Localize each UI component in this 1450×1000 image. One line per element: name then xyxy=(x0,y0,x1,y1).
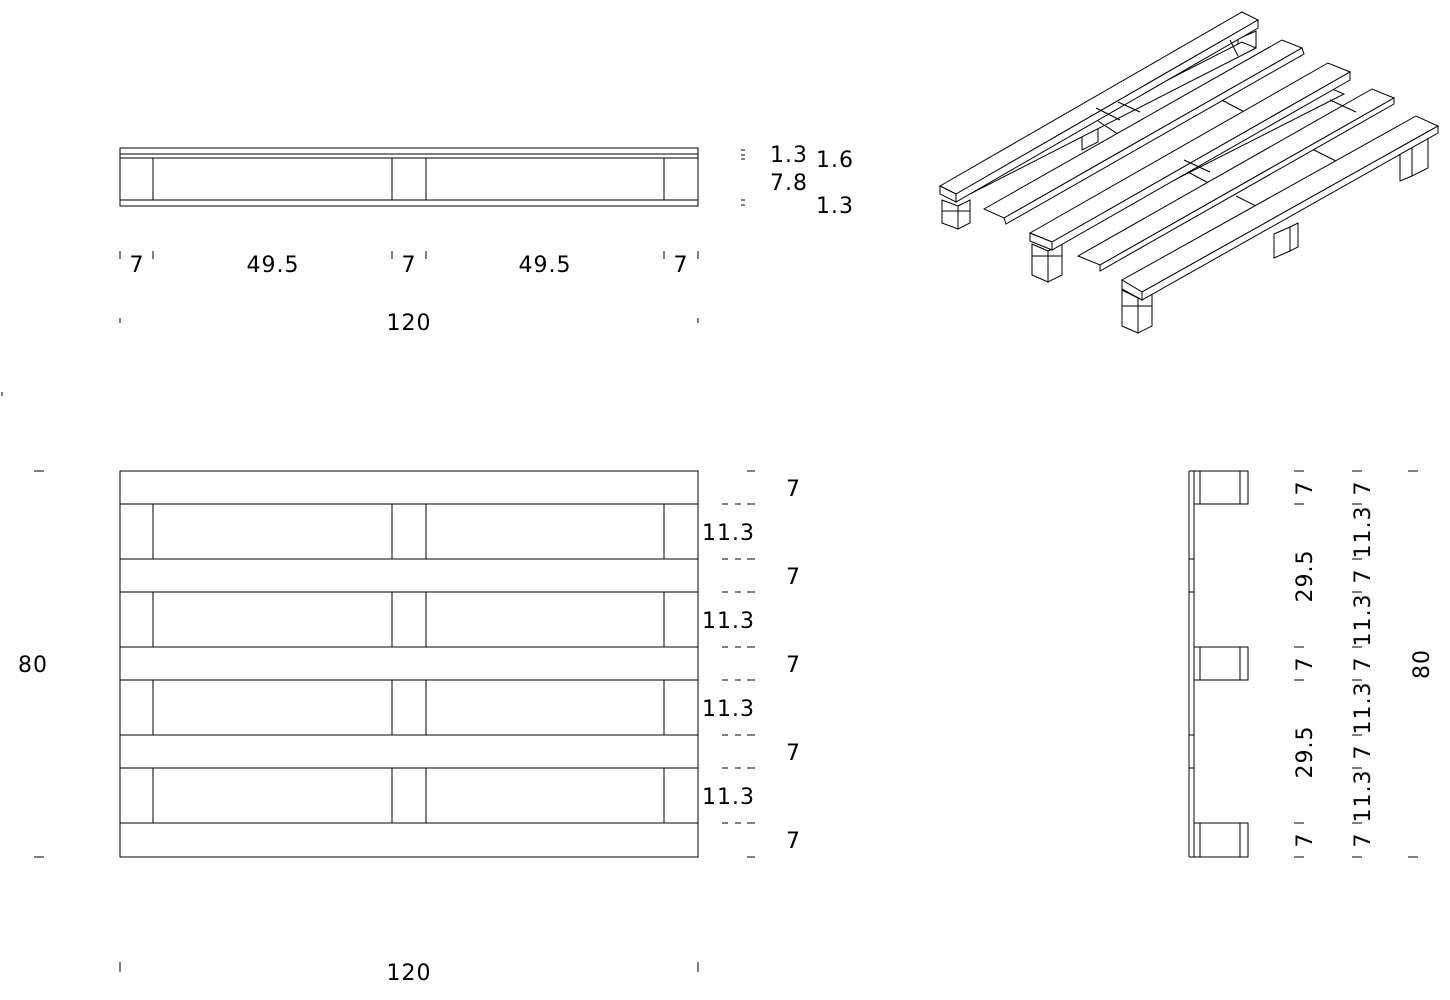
side-c2-dim-5: 7 xyxy=(1351,657,1376,672)
side-dims-col1: 7 29.5 7 29.5 7 xyxy=(1293,470,1318,858)
top-dim-3: 7 xyxy=(786,565,801,590)
side-c2-dim-8: 11.3 xyxy=(1351,770,1376,823)
front-height-1: 1.3 xyxy=(770,143,808,168)
top-dim-8: 11.3 xyxy=(702,785,755,810)
iso-block xyxy=(1031,243,1049,283)
top-dim-9: 7 xyxy=(786,829,801,854)
side-c2-dim-1: 7 xyxy=(1351,481,1376,496)
front-height-2: 1.6 xyxy=(816,148,854,173)
top-dim-6: 11.3 xyxy=(702,697,755,722)
front-block-middle xyxy=(391,157,427,201)
side-c2-dim-3: 7 xyxy=(1351,569,1376,584)
side-dims-col2: 7 11.3 7 11.3 7 11.3 7 11.3 7 xyxy=(1351,470,1376,858)
side-c2-dim-2: 11.3 xyxy=(1351,506,1376,559)
top-view: 80 xyxy=(18,470,801,986)
top-dim-2: 11.3 xyxy=(702,521,755,546)
side-c2-dim-6: 11.3 xyxy=(1351,682,1376,735)
side-block xyxy=(1193,646,1249,681)
side-block xyxy=(1193,822,1249,858)
front-dim-3: 7 xyxy=(402,253,417,278)
front-dim-4: 49.5 xyxy=(519,253,572,278)
isometric-view xyxy=(938,11,1440,334)
iso-block xyxy=(1289,222,1299,252)
front-height-3: 7.8 xyxy=(770,171,808,196)
top-dim-1: 7 xyxy=(786,477,801,502)
front-dim-5: 7 xyxy=(674,253,689,278)
top-overall-length: 120 xyxy=(387,961,432,986)
side-view: 7 29.5 7 29.5 7 7 11.3 7 11.3 7 11.3 7 1… xyxy=(1188,470,1435,858)
front-block-right xyxy=(663,157,699,201)
top-dim-4: 11.3 xyxy=(702,609,755,634)
top-dim-5: 7 xyxy=(786,653,801,678)
top-stringers xyxy=(152,504,665,823)
side-c1-dim-5: 7 xyxy=(1293,833,1318,848)
side-c1-dim-2: 29.5 xyxy=(1293,550,1318,603)
iso-block xyxy=(1273,226,1291,259)
side-c1-dim-3: 7 xyxy=(1293,657,1318,672)
side-c1-dim-4: 29.5 xyxy=(1293,726,1318,779)
side-block xyxy=(1193,470,1249,505)
front-dim-2: 49.5 xyxy=(247,253,300,278)
side-overall: 80 xyxy=(1410,649,1435,679)
top-overall-width: 80 xyxy=(18,653,48,678)
front-overall-length: 120 xyxy=(387,311,432,336)
side-c2-dim-7: 7 xyxy=(1351,745,1376,760)
top-outline xyxy=(119,470,699,858)
iso-block xyxy=(941,199,959,230)
top-dim-7: 7 xyxy=(786,741,801,766)
front-view: 7 49.5 7 49.5 7 120 1.3 1.6 7.8 1.3 xyxy=(119,143,854,336)
top-right-dim-ticks xyxy=(722,470,755,858)
iso-block xyxy=(957,199,971,230)
front-height-4: 1.3 xyxy=(816,194,854,219)
side-c2-dim-4: 11.3 xyxy=(1351,594,1376,647)
front-dim-1: 7 xyxy=(130,253,145,278)
front-block-left xyxy=(119,157,154,201)
side-c2-dim-9: 7 xyxy=(1351,833,1376,848)
side-c1-dim-1: 7 xyxy=(1293,481,1318,496)
